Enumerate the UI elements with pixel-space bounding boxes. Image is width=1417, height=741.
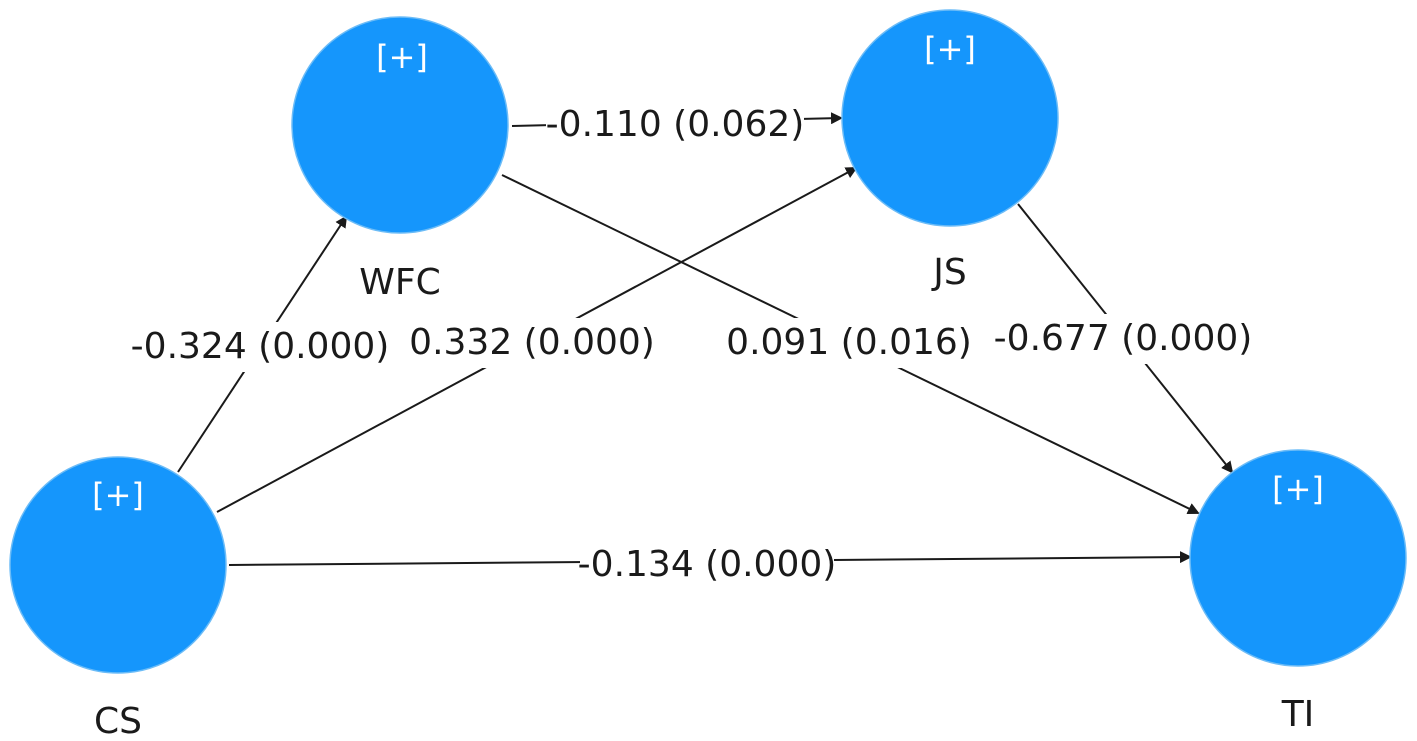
node-ti[interactable]: [+] TI <box>1189 449 1407 735</box>
expand-icon[interactable]: [+] <box>376 38 428 76</box>
edge-label-wfc-ti: 0.091 (0.016) <box>726 322 972 363</box>
node-label-cs: CS <box>94 701 142 741</box>
edge-labels: -0.110 (0.062) -0.324 (0.000) 0.332 (0.0… <box>131 100 1253 588</box>
expand-icon[interactable]: [+] <box>1272 470 1324 508</box>
node-label-js: JS <box>931 252 966 293</box>
edge-label-cs-ti: -0.134 (0.000) <box>578 544 837 585</box>
edge-label-wfc-js: -0.110 (0.062) <box>546 104 805 145</box>
node-cs[interactable]: [+] CS <box>9 456 227 741</box>
edge-label-js-ti: -0.677 (0.000) <box>994 318 1253 359</box>
node-wfc[interactable]: [+] WFC <box>291 16 509 303</box>
node-label-ti: TI <box>1281 694 1315 735</box>
edge-label-cs-wfc: -0.324 (0.000) <box>131 326 390 367</box>
edge-label-cs-js: 0.332 (0.000) <box>409 322 655 363</box>
expand-icon[interactable]: [+] <box>92 476 144 514</box>
node-label-wfc: WFC <box>359 262 440 303</box>
node-js[interactable]: [+] JS <box>841 9 1059 293</box>
expand-icon[interactable]: [+] <box>924 30 976 68</box>
